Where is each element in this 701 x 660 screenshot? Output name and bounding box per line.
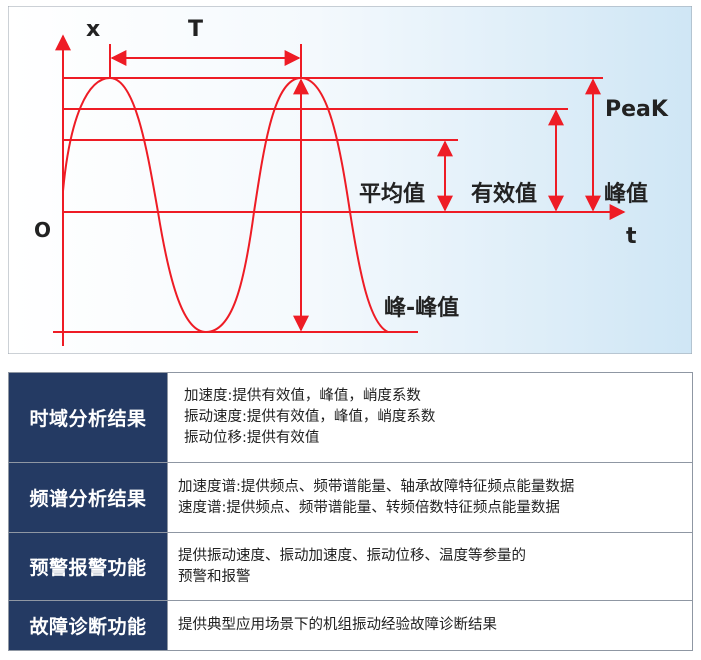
desc-line: 加速度:提供有效值，峰值，峭度系数 (184, 388, 421, 404)
row-desc-spectrum: 加速度谱:提供频点、频带谱能量、轴承故障特征频点能量数据 速度谱:提供频点、频带… (167, 462, 693, 533)
row-desc-time-domain: 加速度:提供有效值，峰值，峭度系数 振动速度:提供有效值，峰值，峭度系数 振动位… (167, 372, 693, 463)
table-row: 时域分析结果 加速度:提供有效值，峰值，峭度系数 振动速度:提供有效值，峰值，峭… (8, 372, 693, 463)
label-average: 平均值 (359, 181, 425, 207)
label-peak: 峰值 (604, 181, 648, 207)
desc-line: 加速度谱:提供频点、频带谱能量、轴承故障特征频点能量数据 (178, 478, 575, 495)
desc-line: 速度谱:提供频点、频带谱能量、转频倍数特征频点能量数据 (178, 499, 560, 516)
table-row: 频谱分析结果 加速度谱:提供频点、频带谱能量、轴承故障特征频点能量数据 速度谱:… (8, 462, 693, 533)
sine-wave (62, 76, 389, 334)
label-T: T (188, 17, 203, 42)
label-t: t (626, 224, 637, 249)
table-row: 故障诊断功能 提供典型应用场景下的机组振动经验故障诊断结果 (8, 600, 693, 651)
desc-line: 振动速度:提供有效值，峰值，峭度系数 (184, 409, 436, 425)
desc-line: 预警和报警 (178, 568, 251, 585)
row-label-diagnosis: 故障诊断功能 (8, 600, 168, 651)
desc-line: 振动位移:提供有效值 (184, 430, 320, 446)
row-label-time-domain: 时域分析结果 (8, 372, 168, 463)
row-desc-diagnosis: 提供典型应用场景下的机组振动经验故障诊断结果 (167, 600, 693, 651)
desc-line: 提供典型应用场景下的机组振动经验故障诊断结果 (178, 617, 497, 633)
feature-table: 时域分析结果 加速度:提供有效值，峰值，峭度系数 振动速度:提供有效值，峰值，峭… (8, 372, 693, 651)
label-rms: 有效值 (471, 181, 537, 207)
label-x: x (86, 17, 100, 42)
table-row: 预警报警功能 提供振动速度、振动加速度、振动位移、温度等参量的 预警和报警 (8, 532, 693, 601)
label-origin: O (34, 218, 51, 242)
desc-line: 提供振动速度、振动加速度、振动位移、温度等参量的 (178, 547, 526, 564)
row-desc-alarm: 提供振动速度、振动加速度、振动位移、温度等参量的 预警和报警 (167, 532, 693, 601)
row-label-alarm: 预警报警功能 (8, 532, 168, 601)
row-label-spectrum: 频谱分析结果 (8, 462, 168, 533)
label-peak-to-peak: 峰-峰值 (384, 295, 459, 321)
label-peak-en: PeaK (605, 97, 669, 122)
waveform-diagram: x T O t PeaK 平均值 有效值 峰值 峰-峰值 (8, 6, 692, 354)
